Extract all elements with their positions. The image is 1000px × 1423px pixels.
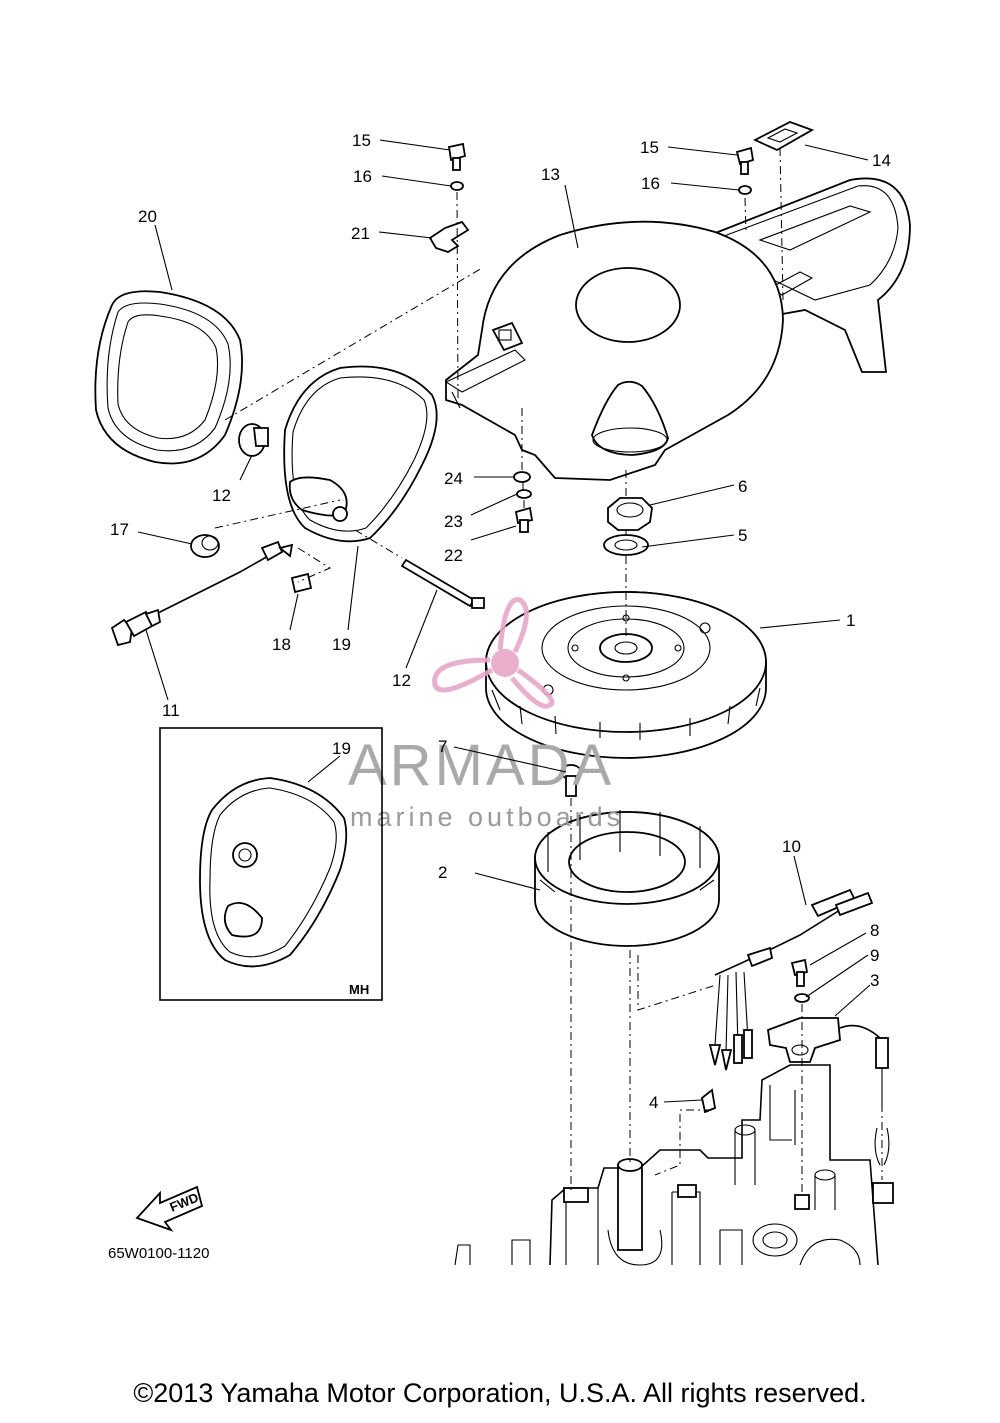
pulser-coil-3 [767,1017,894,1204]
callout-22: 22 [444,546,463,565]
panel-19 [283,365,438,543]
callout-1: 1 [846,611,855,630]
callout-16-left: 16 [353,167,372,186]
callout-19-inset: 19 [332,739,351,758]
harness-10 [708,888,874,1071]
washer-16-left [450,181,464,191]
leader-lines [137,139,871,1103]
callout-8: 8 [870,921,879,940]
callout-12-lower: 12 [392,671,411,690]
watermark-tagline: marine outboards [350,802,624,832]
clamp-21 [428,220,470,253]
center-lines [214,147,883,1195]
callout-5: 5 [738,526,747,545]
watermark-brand: ARMADA [348,733,614,798]
grommet-12-upper [238,423,269,457]
inset-label: MH [349,982,369,997]
callout-labels: 1 2 3 4 5 6 7 8 9 10 11 12 12 13 14 15 1… [110,131,891,1112]
sensor-11 [110,540,294,647]
callout-19: 19 [332,635,351,654]
callout-15-right: 15 [640,138,659,157]
callout-3: 3 [870,971,879,990]
bolt-7 [560,764,582,797]
callout-23: 23 [444,512,463,531]
callout-15-left: 15 [352,131,371,150]
callout-4: 4 [649,1093,658,1112]
callout-11: 11 [162,701,180,720]
watermark-logo [432,597,555,709]
decal-14 [752,121,815,152]
washer-24 [513,471,531,483]
washer-9 [794,993,810,1003]
callout-17: 17 [110,520,129,539]
callout-20: 20 [138,207,157,226]
nut-6 [607,497,653,531]
callout-14: 14 [872,151,891,170]
callout-16-right: 16 [641,174,660,193]
stator-2 [534,810,720,947]
plug-17 [190,534,220,558]
grommet-4 [701,1088,717,1114]
washer-16-right [738,185,752,195]
bolt-8 [790,958,809,987]
bolt-22 [514,506,534,533]
callout-10: 10 [782,837,801,856]
drawing-code: 65W0100-1120 [108,1245,209,1262]
bolt-15-right [735,146,755,175]
flywheel-cover-13 [444,177,911,481]
cable-tie-12-lower [400,558,485,609]
inset-box-mh [159,727,383,1001]
copyright-notice: ©2013 Yamaha Motor Corporation, U.S.A. A… [133,1378,867,1408]
callout-24: 24 [444,469,463,488]
flywheel-1 [485,591,767,759]
seal-20 [94,290,243,465]
callout-6: 6 [738,477,747,496]
bolt-15-left [447,142,467,171]
callout-7: 7 [438,737,447,756]
washer-23 [516,489,532,499]
callout-18: 18 [272,635,291,654]
callout-21: 21 [351,224,370,243]
callout-9: 9 [870,946,879,965]
label-18 [290,572,313,594]
callout-2: 2 [438,863,447,882]
engine-block [454,1064,879,1266]
washer-5 [603,534,649,556]
callout-12-upper: 12 [212,486,231,505]
fwd-arrow-icon: FWD [135,1185,204,1232]
callout-13: 13 [541,165,560,184]
